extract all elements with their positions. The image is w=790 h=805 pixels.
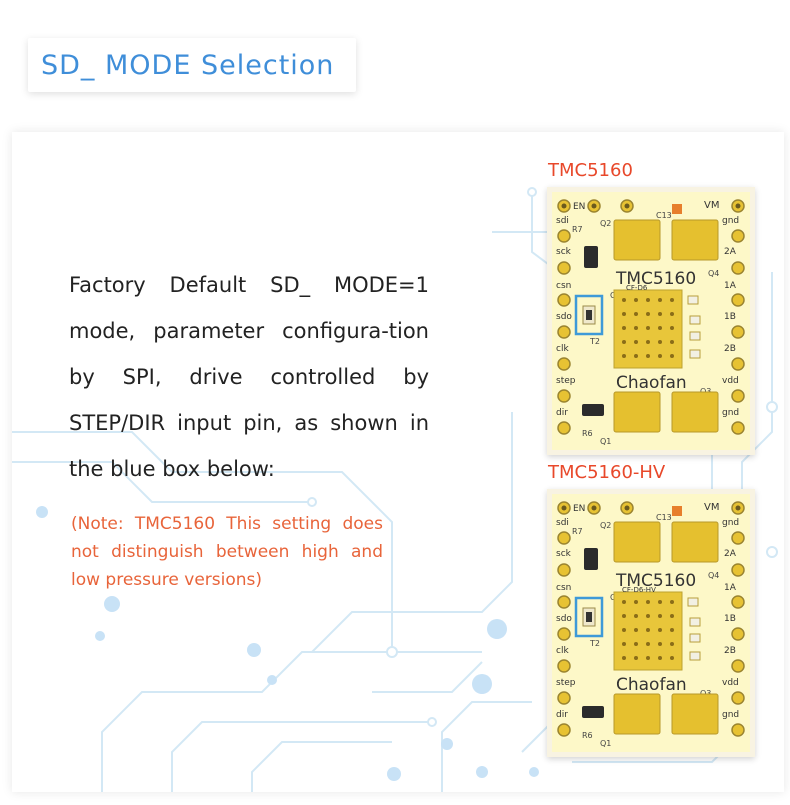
svg-text:Q2: Q2	[600, 219, 611, 228]
pin-2b-label: 2B	[724, 344, 736, 354]
pin-1a-label: 1A	[724, 281, 737, 291]
pin-gnd2-label: gnd	[722, 408, 739, 418]
pin-vm-label: VM	[704, 502, 719, 513]
pin-clk-label: clk	[556, 646, 569, 656]
description-text: Factory Default SD_ MODE=1 mode, paramet…	[69, 273, 429, 481]
pin-2a-label: 2A	[724, 247, 737, 257]
svg-text:C13: C13	[656, 211, 672, 220]
chip-sub: CF-D6	[626, 284, 648, 292]
note-text: (Note: TMC5160 This setting does not dis…	[71, 514, 383, 590]
svg-text:C13: C13	[656, 513, 672, 522]
pin-vm-label: VM	[704, 200, 719, 211]
pin-1a-label: 1A	[724, 583, 737, 593]
pin-vdd-label: vdd	[722, 678, 739, 688]
pin-step-label: step	[556, 376, 576, 386]
pin-sdo-label: sdo	[556, 614, 572, 624]
svg-text:T2: T2	[589, 337, 600, 346]
board-label-tmc5160: TMC5160	[548, 160, 633, 181]
pin-csn-label: csn	[556, 281, 571, 291]
brand-name: Chaofan	[616, 373, 687, 393]
pin-sdi-label: sdi	[556, 216, 569, 226]
pin-gnd2-label: gnd	[722, 710, 739, 720]
pin-csn-label: csn	[556, 583, 571, 593]
chip-name: TMC5160	[615, 571, 696, 591]
pin-sck-label: sck	[556, 247, 572, 257]
svg-text:Q4: Q4	[708, 269, 719, 278]
board-tmc5160: EN sdi sck csn sdo clk step dir VM gnd 2…	[547, 187, 755, 455]
pin-1b-label: 1B	[724, 614, 736, 624]
pin-en-label: EN	[573, 202, 585, 212]
section-title-card: SD_ MODE Selection	[28, 38, 356, 92]
svg-text:Q1: Q1	[600, 739, 611, 748]
pin-sdo-label: sdo	[556, 312, 572, 322]
board-tmc5160-hv: EN sdi sck csn sdo clk step dir VM gnd 2…	[547, 489, 755, 757]
board-label-tmc5160-hv: TMC5160-HV	[548, 462, 666, 483]
section-title: SD_ MODE Selection	[41, 50, 335, 81]
pin-sdi-label: sdi	[556, 518, 569, 528]
svg-text:Q1: Q1	[600, 437, 611, 446]
svg-text:R6: R6	[582, 429, 593, 438]
svg-text:Q4: Q4	[708, 571, 719, 580]
pin-2b-label: 2B	[724, 646, 736, 656]
pin-step-label: step	[556, 678, 576, 688]
chip-sub: CF-D6-HV	[622, 586, 656, 594]
pin-en-label: EN	[573, 504, 585, 514]
pin-gnd-label: gnd	[722, 518, 739, 528]
brand-name: Chaofan	[616, 675, 687, 695]
svg-text:R6: R6	[582, 731, 593, 740]
svg-text:R7: R7	[572, 225, 583, 234]
pin-vdd-label: vdd	[722, 376, 739, 386]
pin-dir-label: dir	[556, 710, 568, 720]
pin-clk-label: clk	[556, 344, 569, 354]
pin-dir-label: dir	[556, 408, 568, 418]
svg-text:T2: T2	[589, 639, 600, 648]
chip-name: TMC5160	[615, 269, 696, 289]
pin-1b-label: 1B	[724, 312, 736, 322]
pin-2a-label: 2A	[724, 549, 737, 559]
pin-gnd-label: gnd	[722, 216, 739, 226]
content-panel: Factory Default SD_ MODE=1 mode, paramet…	[12, 132, 784, 792]
svg-text:R7: R7	[572, 527, 583, 536]
svg-text:Q2: Q2	[600, 521, 611, 530]
pin-sck-label: sck	[556, 549, 572, 559]
